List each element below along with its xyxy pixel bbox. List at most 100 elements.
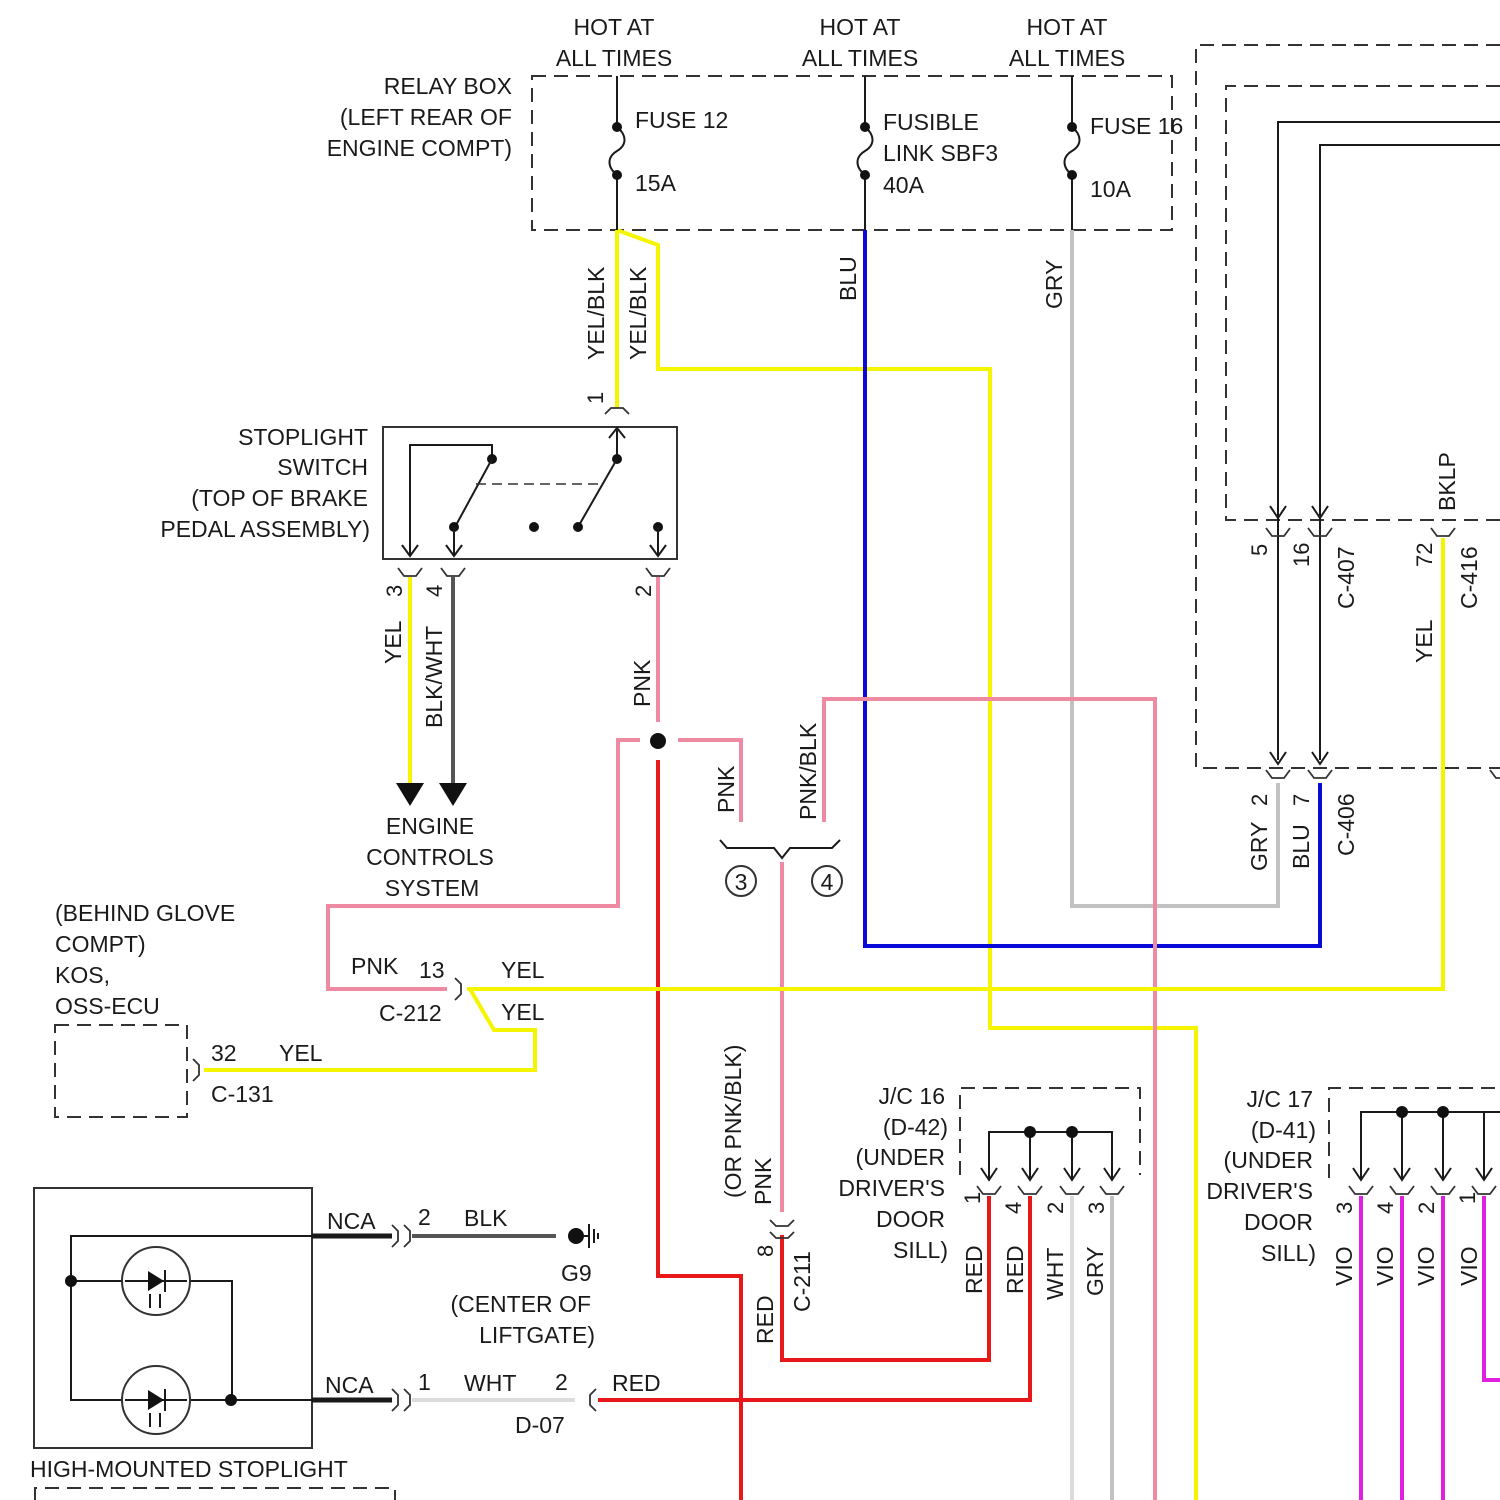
label-wht-jc16: WHT — [1042, 1248, 1068, 1300]
label-pin8-c211: 8 — [753, 1245, 778, 1257]
label-pin4-switch: 4 — [422, 585, 447, 597]
jc17-pin-2: 2 — [1414, 1202, 1439, 1214]
label-or-pnk-blk: (OR PNK/BLK) — [720, 1045, 746, 1198]
fuse-12 — [610, 76, 625, 230]
high-mounted-stoplight-label: HIGH-MOUNTED STOPLIGHT — [30, 1456, 348, 1482]
engine-arrows — [396, 783, 467, 806]
label-yel-c212-2: YEL — [501, 999, 545, 1025]
label-c416: C-416 — [1456, 546, 1482, 609]
module-lead-5 — [1278, 122, 1500, 760]
label-blk-wht: BLK/WHT — [421, 626, 447, 728]
fusible-link-sbf3 — [858, 76, 873, 230]
label-gry-top: GRY — [1041, 260, 1067, 309]
wire-yel-c131 — [204, 989, 535, 1070]
kos-location-label: (BEHIND GLOVECOMPT)KOS,OSS-ECU — [55, 900, 235, 1019]
label-pin16: 16 — [1289, 543, 1314, 567]
stoplight-switch-contacts — [402, 428, 666, 556]
label-yel-c212-1: YEL — [501, 957, 545, 983]
splice-ref-4: 4 — [821, 869, 834, 895]
jc17-internals — [1353, 1106, 1500, 1180]
label-pin7-c406: 7 — [1289, 794, 1314, 806]
jc17-outline — [1329, 1088, 1500, 1178]
label-wht-d07: WHT — [464, 1370, 516, 1396]
label-yel-engine: YEL — [380, 620, 406, 664]
label-nca-bottom: NCA — [325, 1372, 374, 1398]
label-pnk-c212: PNK — [351, 953, 399, 979]
wire-yel-c212 — [467, 538, 1443, 989]
jc16-pin-2: 2 — [1043, 1202, 1068, 1214]
label-pin32: 32 — [211, 1040, 237, 1066]
splice-point — [650, 733, 666, 749]
label-pin1-switch: 1 — [583, 392, 608, 404]
jc17-pin-3: 3 — [1332, 1202, 1357, 1214]
label-gry-jc16: GRY — [1082, 1247, 1108, 1296]
jc16-pin-1: 1 — [960, 1192, 985, 1204]
label-pin5: 5 — [1247, 544, 1272, 556]
label-red-jc16-2: RED — [1002, 1245, 1028, 1294]
label-pin2-c406: 2 — [1247, 794, 1272, 806]
label-red-jc16-1: RED — [961, 1245, 987, 1294]
label-vio-4: VIO — [1456, 1246, 1482, 1286]
label-blu-c406: BLU — [1288, 824, 1314, 869]
label-g9: G9 — [561, 1260, 592, 1286]
jc17-pin-4: 4 — [1373, 1202, 1398, 1214]
label-pin2-switch: 2 — [631, 585, 656, 597]
fuse-16 — [1065, 76, 1080, 230]
led-lamp-circuit — [65, 1236, 312, 1434]
splice-ref-3: 3 — [735, 869, 748, 895]
label-nca-top: NCA — [327, 1208, 376, 1234]
label-yel-c131: YEL — [279, 1040, 323, 1066]
label-bklp: BKLP — [1434, 452, 1460, 511]
label-c131: C-131 — [211, 1081, 274, 1107]
wire-vio-4 — [1484, 1196, 1500, 1380]
label-pin2-ground: 2 — [418, 1204, 431, 1230]
label-c211: C-211 — [789, 1251, 815, 1312]
label-c212: C-212 — [379, 1000, 442, 1026]
label-yel-blk-2: YEL/BLK — [625, 266, 651, 360]
label-pnk-c211: PNK — [750, 1157, 776, 1205]
jc16-pin-4: 4 — [1001, 1202, 1026, 1214]
jc16-pin-3: 3 — [1084, 1202, 1109, 1214]
stoplight-switch-body — [383, 427, 677, 559]
module-outer-outline — [1196, 45, 1500, 768]
label-pnk-blk: PNK/BLK — [795, 722, 821, 820]
label-red-c211: RED — [752, 1295, 778, 1344]
label-pin1-d07: 1 — [418, 1369, 431, 1395]
label-red-d07: RED — [612, 1370, 661, 1396]
wire-yel-blk-to-right — [617, 230, 1196, 1500]
ground-location-label: (CENTER OFLIFTGATE) — [450, 1291, 595, 1348]
label-blu-top: BLU — [835, 256, 861, 301]
label-vio-1: VIO — [1331, 1246, 1357, 1286]
label-c406: C-406 — [1333, 793, 1359, 856]
label-pin2-d07: 2 — [555, 1369, 568, 1395]
jc17-pin-1: 1 — [1455, 1192, 1480, 1204]
label-c407: C-407 — [1333, 546, 1359, 609]
label-pnk-splice: PNK — [713, 765, 739, 813]
label-gry-c406: GRY — [1246, 822, 1272, 871]
label-pin3-switch: 3 — [382, 585, 407, 597]
jc16-internals — [981, 1126, 1120, 1180]
label-vio-3: VIO — [1413, 1246, 1439, 1286]
label-pnk-pin2: PNK — [629, 659, 655, 707]
bottom-module-outline — [35, 1488, 395, 1500]
ground-g9-icon — [568, 1224, 598, 1248]
label-pin72: 72 — [1412, 543, 1437, 567]
kos-module-outline — [55, 1025, 187, 1117]
label-vio-2: VIO — [1372, 1246, 1398, 1286]
label-yel-blk-1: YEL/BLK — [583, 266, 609, 360]
label-yel-right: YEL — [1411, 619, 1437, 663]
stoplight-switch-label: STOPLIGHTSWITCH(TOP OF BRAKEPEDAL ASSEMB… — [160, 424, 370, 542]
module-lead-16 — [1320, 145, 1500, 760]
label-d07: D-07 — [515, 1412, 565, 1438]
